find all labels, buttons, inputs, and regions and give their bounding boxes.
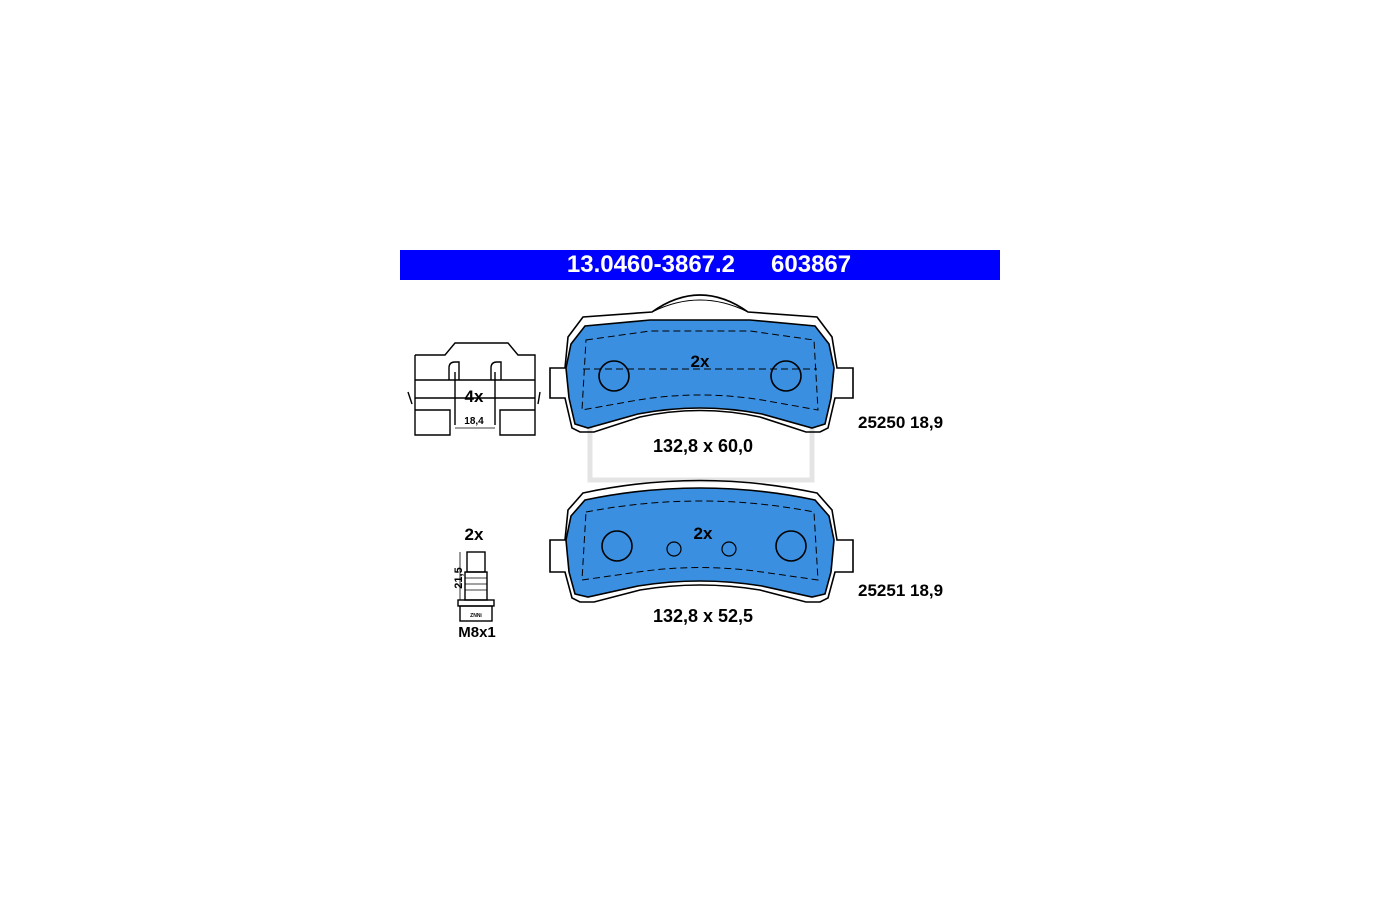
bolt-thread: M8x1: [458, 624, 496, 641]
pad-bottom-wva-thickness: 25251 18,9: [858, 581, 943, 600]
wear-dash-bottom: [581, 500, 819, 581]
rivet-right-top: [770, 360, 802, 392]
pad-bottom-quantity: 2x: [694, 524, 713, 543]
pad-top-quantity: 2x: [691, 352, 710, 371]
part-number: 13.0460-3867.2: [566, 251, 736, 278]
pad-top-dimensions: 132,8 x 60,0: [653, 436, 753, 456]
clip-quantity: 4x: [465, 387, 484, 406]
backing-plate-bottom: [549, 479, 854, 603]
lining-top: [565, 319, 835, 429]
product-code: 603867: [771, 251, 852, 278]
bolt-length-dimension: 21,5: [453, 567, 465, 588]
clip-drawing: [407, 342, 541, 436]
rivet-left-bottom: [601, 530, 633, 562]
bolt-drawing: [457, 551, 495, 622]
wear-dash-top: [581, 330, 819, 411]
brake-pad-bottom: [549, 479, 854, 603]
title-bar: 13.0460-3867.2 603867: [400, 250, 1000, 280]
backing-plate-top: [549, 294, 854, 433]
brake-pad-top: [549, 294, 854, 433]
sensor-hole-left: [666, 541, 682, 557]
pad-bottom-dimensions: 132,8 x 52,5: [653, 606, 753, 626]
bolt-quantity: 2x: [465, 525, 484, 544]
rivet-right-bottom: [775, 530, 807, 562]
sensor-hole-right: [721, 541, 737, 557]
clip-width-dimension: 18,4: [464, 416, 484, 427]
bolt-marking: ZNNi: [470, 613, 482, 619]
lining-bottom: [565, 487, 835, 598]
pad-top-wva-thickness: 25250 18,9: [858, 413, 943, 432]
rivet-left-top: [598, 360, 630, 392]
